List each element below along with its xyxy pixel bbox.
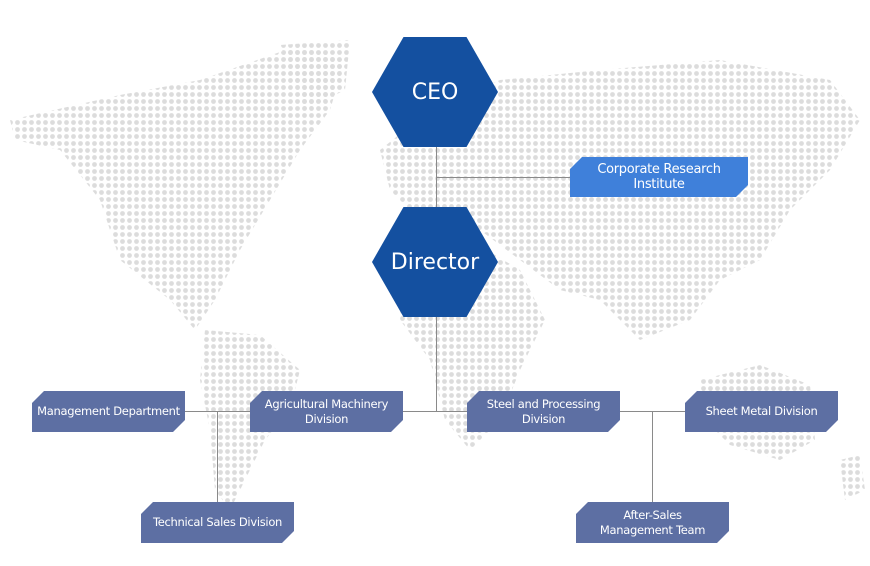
technical-sales-node: Technical Sales Division xyxy=(141,502,294,543)
steel-processing-node: Steel and Processing Division xyxy=(467,391,620,432)
new-zealand xyxy=(840,455,865,500)
north-america xyxy=(10,45,345,330)
agricultural-machinery-node: Agricultural Machinery Division xyxy=(250,391,403,432)
research-institute-node: Corporate Research Institute xyxy=(570,157,748,197)
connector-research xyxy=(436,177,570,178)
management-department-node: Management Department xyxy=(32,391,185,432)
after-sales-node: After-Sales Management Team xyxy=(576,502,729,543)
connector-technical-sales xyxy=(217,411,218,502)
sheet-metal-node: Sheet Metal Division xyxy=(685,391,838,432)
connector-after-sales xyxy=(652,411,653,502)
europe-asia xyxy=(380,60,860,340)
connector-divisions xyxy=(185,411,685,412)
greenland xyxy=(280,40,350,110)
